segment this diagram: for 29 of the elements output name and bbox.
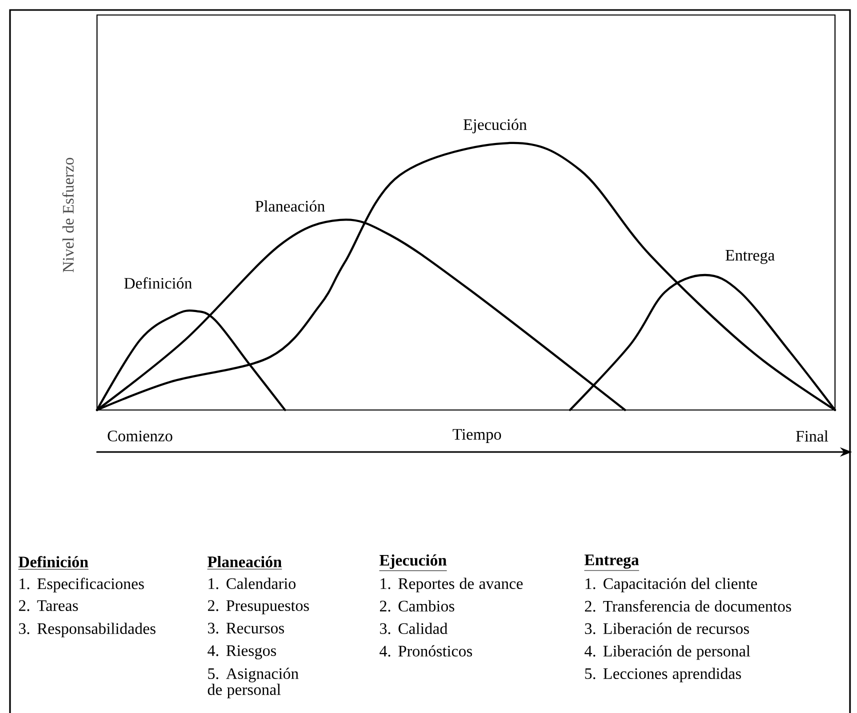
list-item: 2. Transferencia de documentos: [584, 600, 792, 612]
axis-label: Final: [796, 430, 828, 442]
list-heading: Planeación: [207, 556, 282, 570]
list-item: 3. Responsabilidades: [19, 622, 156, 638]
list-item: 4. Liberación de personal: [584, 645, 750, 660]
list-item: 1. Capacitación del cliente: [586, 578, 757, 592]
axis-label: Comienzo: [108, 430, 172, 442]
list-item: 1. Especificaciones: [20, 578, 144, 592]
axis-label: Tiempo: [452, 428, 501, 443]
list-item: 3. Calidad: [380, 622, 448, 634]
list-heading: Entrega: [584, 554, 640, 571]
curve-label: Entrega: [726, 250, 775, 264]
list-item: 5. Lecciones aprendidas: [585, 668, 741, 682]
curve-label: Planeación: [255, 200, 325, 212]
list-item: 4. Riesgos: [208, 645, 276, 660]
list-item: 2. Tareas: [18, 600, 78, 612]
list-item: 3. Recursos: [208, 622, 284, 634]
list-item: 2. Cambios: [380, 600, 454, 612]
list-heading: Ejecución: [379, 554, 448, 572]
list-item: 3. Liberación de recursos: [585, 622, 749, 634]
list-item: 1. Calendario: [208, 578, 296, 590]
list-heading: Definición: [18, 556, 89, 570]
list-item: 2. Presupuestos: [208, 600, 309, 614]
axis-label: Nivel de Esfuerzo: [62, 158, 74, 272]
curve-label: Definición: [124, 277, 192, 289]
list-item: 1. Reportes de avance: [380, 578, 523, 592]
list-item: 5. Asignación de personal: [208, 668, 299, 698]
curve-label: Ejecución: [463, 118, 527, 134]
list-item: 4. Pronósticos: [380, 645, 472, 657]
